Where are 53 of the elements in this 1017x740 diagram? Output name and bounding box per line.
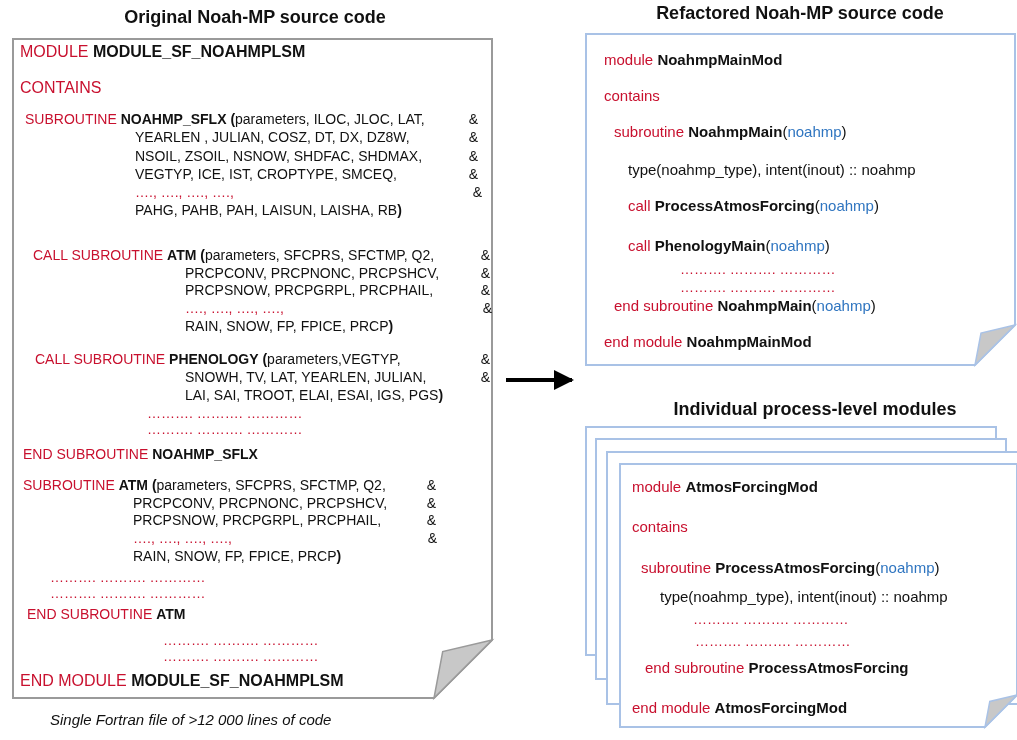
code-line: CONTAINS — [20, 79, 102, 96]
node-label: Single Fortran file of >12 000 lines of code — [50, 711, 332, 728]
ellipsis-line: ………. ………. ………… — [50, 585, 206, 602]
code-line: CALL SUBROUTINE PHENOLOGY (parameters,VEGTYP, & — [35, 351, 490, 368]
panel-heading: Refactored Noah-MP source code — [656, 3, 944, 24]
code-line: PAHG, PAHB, PAH, LAISUN, LAISHA, RB) — [135, 202, 402, 219]
code-line: NSOIL, ZSOIL, NSNOW, SHDFAC, SHDMAX, & — [135, 148, 478, 165]
ellipsis-line: ………. ………. ………… — [680, 279, 836, 296]
ellipsis-line: ………. ………. ………… — [147, 421, 303, 438]
code-line: LAI, SAI, TROOT, ELAI, ESAI, IGS, PGS) — [185, 387, 444, 404]
code-line: PRCPSNOW, PRCPGRPL, PRCPHAIL, & — [133, 512, 436, 529]
code-line: type(noahmp_type), intent(inout) :: noahmp — [628, 161, 916, 178]
code-line: contains — [632, 518, 688, 535]
ellipsis-line: ………. ………. ………… — [147, 405, 303, 422]
panel-heading: Original Noah-MP source code — [124, 7, 386, 28]
code-line: subroutine ProcessAtmosForcing(noahmp) — [641, 559, 940, 576]
code-line: END SUBROUTINE ATM — [27, 606, 186, 623]
code-line: end subroutine NoahmpMain(noahmp) — [614, 297, 876, 314]
ellipsis-line: ………. ………. ………… — [680, 261, 836, 278]
ellipsis-line: …., …., …., …., & — [185, 300, 492, 317]
ellipsis-line: ………. ………. ………… — [695, 633, 851, 650]
code-line: PRCPSNOW, PRCPGRPL, PRCPHAIL, & — [185, 282, 490, 299]
code-line: SUBROUTINE ATM (parameters, SFCPRS, SFCTMP, Q2, & — [23, 477, 436, 494]
code-line: end subroutine ProcessAtmosForcing — [645, 659, 909, 676]
ellipsis-line: ………. ………. ………… — [163, 648, 319, 665]
ellipsis-line: ………. ………. ………… — [50, 569, 206, 586]
code-line: END SUBROUTINE NOAHMP_SFLX — [23, 446, 258, 463]
panel-heading: Individual process-level modules — [673, 399, 957, 420]
code-line: SUBROUTINE NOAHMP_SFLX (parameters, ILOC, JLOC, LAT, & — [25, 111, 478, 128]
code-line: subroutine NoahmpMain(noahmp) — [614, 123, 847, 140]
code-line: module NoahmpMainMod — [604, 51, 783, 68]
code-line: PRCPCONV, PRCPNONC, PRCPSHCV, & — [133, 495, 436, 512]
code-line: END MODULE MODULE_SF_NOAHMPLSM — [20, 672, 344, 689]
code-line: SNOWH, TV, LAT, YEARLEN, JULIAN, & — [185, 369, 490, 386]
code-line: MODULE MODULE_SF_NOAHMPLSM — [20, 43, 306, 60]
code-line: VEGTYP, ICE, IST, CROPTYPE, SMCEQ, & — [135, 166, 478, 183]
code-line: type(noahmp_type), intent(inout) :: noahmp — [660, 588, 948, 605]
code-line: YEARLEN , JULIAN, COSZ, DT, DX, DZ8W, & — [135, 129, 478, 146]
ellipsis-line: …., …., …., …., & — [135, 184, 482, 201]
arrow — [506, 370, 574, 390]
code-line: CALL SUBROUTINE ATM (parameters, SFCPRS, SFCTMP, Q2, & — [33, 247, 490, 264]
ellipsis-line: ………. ………. ………… — [693, 611, 849, 628]
code-line: module AtmosForcingMod — [632, 478, 818, 495]
code-line: RAIN, SNOW, FP, FPICE, PRCP) — [133, 548, 342, 565]
code-line: contains — [604, 87, 660, 104]
code-line: call ProcessAtmosForcing(noahmp) — [628, 197, 879, 214]
code-line: RAIN, SNOW, FP, FPICE, PRCP) — [185, 318, 394, 335]
ellipsis-line: …., …., …., …., & — [133, 530, 437, 547]
ellipsis-line: ………. ………. ………… — [163, 632, 319, 649]
code-line: end module AtmosForcingMod — [632, 699, 848, 716]
code-line: PRCPCONV, PRCPNONC, PRCPSHCV, & — [185, 265, 490, 282]
code-line: end module NoahmpMainMod — [604, 333, 812, 350]
code-line: call PhenologyMain(noahmp) — [628, 237, 830, 254]
